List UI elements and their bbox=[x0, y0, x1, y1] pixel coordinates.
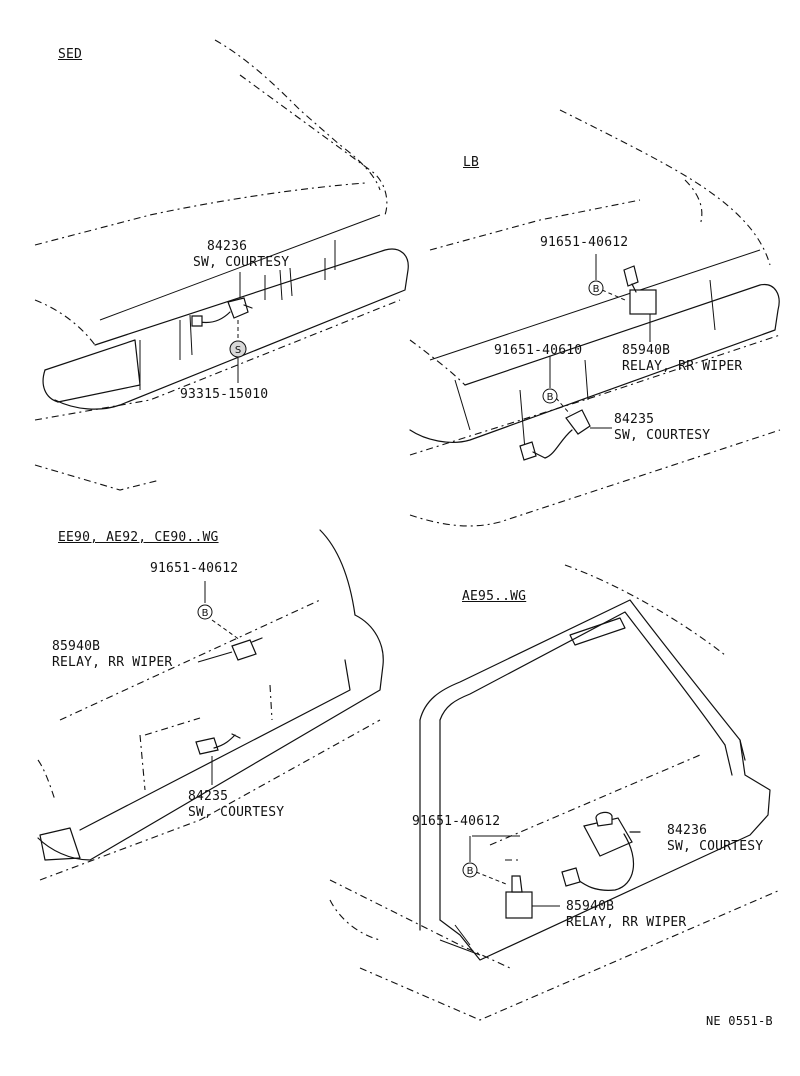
lb-part-number-91651-40612: 91651-40612 bbox=[540, 235, 629, 250]
svg-text:S: S bbox=[235, 345, 241, 356]
sed-part-number-93315: 93315-15010 bbox=[180, 387, 269, 402]
wg2-part-description-84236: SW, COURTESY bbox=[667, 839, 764, 854]
svg-text:B: B bbox=[467, 866, 474, 877]
lb-vehicle-outline bbox=[409, 109, 781, 527]
wg1-courtesy-switch-part bbox=[195, 733, 241, 755]
wg2-part-number-84236: 84236 bbox=[667, 823, 708, 838]
lb-b-symbol-lower: B bbox=[542, 388, 558, 404]
sed-vehicle-outline bbox=[34, 39, 409, 491]
wg1-part-number-91651-40612: 91651-40612 bbox=[150, 561, 239, 576]
wg2-b-symbol: B bbox=[462, 862, 478, 878]
lb-part-number-84235: 84235 bbox=[614, 412, 655, 427]
lb-leaders bbox=[549, 254, 651, 429]
wg1-part-description-84235: SW, COURTESY bbox=[188, 805, 285, 820]
wg1-leaders bbox=[197, 581, 241, 785]
sed-part-number-84236: 84236 bbox=[207, 239, 248, 254]
wg1-vehicle-outline bbox=[37, 529, 384, 881]
sed-courtesy-switch-part bbox=[191, 297, 253, 327]
lb-b-symbol-upper: B bbox=[588, 280, 604, 296]
wg2-courtesy-switch-part bbox=[561, 811, 641, 891]
wg1-b-symbol: B bbox=[197, 604, 213, 620]
section-title-lb: LB bbox=[463, 155, 480, 170]
section-title-wg2: AE95..WG bbox=[462, 589, 527, 604]
wg1-part-number-84235: 84235 bbox=[188, 789, 229, 804]
sed-leaders bbox=[237, 272, 241, 383]
wg2-relay-part bbox=[505, 875, 533, 919]
svg-text:B: B bbox=[593, 284, 600, 295]
lb-part-description-85940b: RELAY, RR WIPER bbox=[622, 359, 743, 374]
wg1-relay-part bbox=[231, 637, 263, 661]
lb-relay-part bbox=[623, 265, 657, 315]
section-title-wg1: EE90, AE92, CE90..WG bbox=[58, 530, 219, 545]
section-title-sed: SED bbox=[58, 47, 83, 62]
lb-part-number-85940b: 85940B bbox=[622, 343, 671, 358]
sed-s-symbol: S bbox=[229, 340, 247, 358]
lb-courtesy-switch-part bbox=[519, 409, 591, 461]
wg1-part-description-85940b: RELAY, RR WIPER bbox=[52, 655, 173, 670]
wg2-vehicle-outline bbox=[329, 564, 781, 1021]
svg-text:B: B bbox=[547, 392, 554, 403]
wg2-part-description-85940b: RELAY, RR WIPER bbox=[566, 915, 687, 930]
svg-text:B: B bbox=[202, 608, 209, 619]
wg1-part-number-85940b: 85940B bbox=[52, 639, 101, 654]
wg2-leaders bbox=[469, 835, 560, 907]
wg2-part-number-91651-40612: 91651-40612 bbox=[412, 814, 501, 829]
wg2-part-number-85940b: 85940B bbox=[566, 899, 615, 914]
lb-part-description-84235: SW, COURTESY bbox=[614, 428, 711, 443]
sed-part-description-84236: SW, COURTESY bbox=[193, 255, 290, 270]
lb-part-number-91651-40610: 91651-40610 bbox=[494, 343, 583, 358]
figure-code: NE 0551-B bbox=[706, 1014, 773, 1028]
